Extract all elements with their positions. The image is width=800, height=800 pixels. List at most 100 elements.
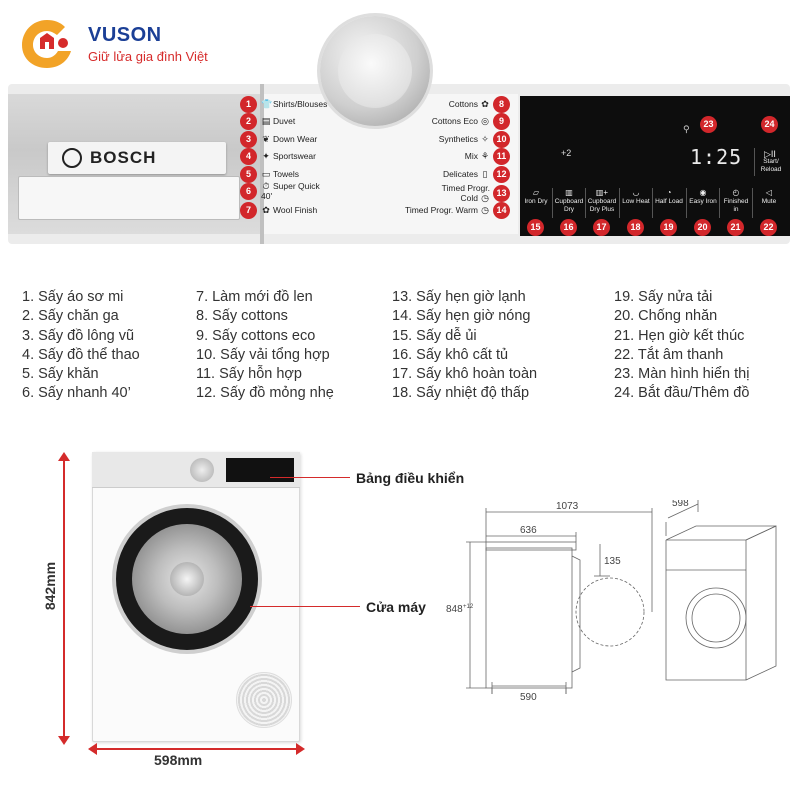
iron-dry-icon: ▱ — [532, 188, 540, 197]
button-label: Low Heat — [622, 198, 650, 205]
program-shirt[interactable]: 👕Shirts/Blouses — [261, 99, 327, 109]
start-pause-icon: ▷II — [764, 149, 776, 159]
program-label: Super Quick 40' — [261, 181, 320, 201]
legend-item: 15. Sấy dễ ủi — [392, 327, 477, 344]
panel-divider — [260, 84, 264, 244]
vuson-logo-icon — [22, 20, 71, 68]
super-quick-icon: ⏱ — [262, 181, 270, 191]
water-drawer[interactable] — [18, 176, 240, 220]
badge-22: 22 — [760, 219, 777, 236]
button-label: Cupboard Dry Plus — [587, 198, 617, 213]
towels-icon: ▭ — [261, 169, 271, 179]
program-cottons-eco[interactable]: Cottons Eco◎ — [432, 116, 490, 126]
program-synthetics[interactable]: Synthetics✧ — [439, 134, 490, 144]
finished-in-icon: ◴ — [732, 188, 740, 197]
button-cupboard-dry-plus[interactable]: ▥+Cupboard Dry Plus — [587, 188, 617, 220]
program-clock-warm[interactable]: Timed Progr. Warm◷ — [405, 205, 490, 215]
cottons-eco-icon: ◎ — [481, 116, 489, 126]
badge-14: 14 — [493, 202, 510, 219]
button-divider — [686, 188, 687, 218]
legend-item: 5. Sấy khăn — [22, 366, 99, 383]
dryer-mini-knob — [190, 458, 214, 482]
button-iron-dry[interactable]: ▱Iron Dry — [521, 188, 551, 220]
dim-width: 598 — [672, 500, 689, 509]
badge-9: 9 — [493, 113, 510, 130]
program-label: Synthetics — [438, 134, 478, 144]
easy-iron-icon: ◉ — [699, 188, 707, 197]
badge-21: 21 — [727, 219, 744, 236]
program-label: Down Wear — [273, 134, 318, 144]
iso-side — [745, 525, 777, 681]
program-mix[interactable]: Mix⚘ — [465, 151, 490, 161]
extra-indicator: +2 — [561, 148, 572, 158]
start-button[interactable] — [754, 148, 786, 176]
legend-item: 23. Màn hình hiển thị — [614, 366, 750, 383]
legend-item: 2. Sấy chăn ga — [22, 308, 119, 325]
button-divider — [652, 188, 653, 218]
program-label: Towels — [273, 169, 299, 179]
program-down-wear[interactable]: ❦Down Wear — [261, 134, 317, 144]
bosch-logo-icon — [62, 148, 82, 168]
door-swing — [575, 577, 645, 647]
program-wool[interactable]: ✿Wool Finish — [261, 205, 317, 215]
legend-item: 22. Tắt âm thanh — [614, 346, 724, 363]
arrow-tip-down — [58, 736, 70, 745]
start-button-label: Start/ Reload — [760, 158, 782, 173]
program-label: Sportswear — [273, 151, 316, 161]
iso-front — [665, 540, 747, 681]
callout-panel: Bảng điều khiển — [356, 470, 465, 486]
badge-11: 11 — [493, 148, 510, 165]
program-clock-cold[interactable]: Timed Progr. Cold◷ — [432, 183, 490, 203]
half-load-icon: ◔ — [666, 188, 672, 197]
display-panel — [520, 96, 790, 236]
button-label: Mute — [761, 198, 777, 205]
badge-8: 8 — [493, 96, 510, 113]
program-label: Wool Finish — [273, 205, 318, 215]
legend-item: 6. Sấy nhanh 40’ — [22, 385, 131, 402]
program-delicates[interactable]: Delicates▯ — [443, 169, 490, 179]
badge-7: 7 — [240, 202, 257, 219]
button-mute[interactable]: ◁Mute — [754, 188, 784, 220]
button-divider — [585, 188, 586, 218]
program-duvet[interactable]: ▤Duvet — [261, 116, 295, 126]
side-view-top — [485, 541, 577, 551]
arrow-tip-right — [296, 743, 305, 755]
program-knob-center[interactable] — [338, 34, 412, 108]
mute-icon: ◁ — [765, 188, 773, 197]
program-sportswear[interactable]: ✦Sportswear — [261, 151, 316, 161]
legend-item: 4. Sấy đồ thể thao — [22, 346, 140, 363]
legend-item: 24. Bắt đầu/Thêm đồ — [614, 385, 750, 402]
badge-16: 16 — [560, 219, 577, 236]
badge-17: 17 — [593, 219, 610, 236]
legend-item: 20. Chống nhăn — [614, 308, 718, 325]
program-label: Duvet — [273, 116, 296, 126]
dim-height: 848 — [446, 604, 463, 615]
button-easy-iron[interactable]: ◉Easy Iron — [688, 188, 718, 220]
button-label: Half Load — [655, 198, 683, 205]
dim-foot-depth: 590 — [520, 692, 537, 703]
button-label: Easy Iron — [689, 198, 717, 205]
program-towels[interactable]: ▭Towels — [261, 169, 299, 179]
legend-item: 9. Sấy cottons eco — [196, 327, 316, 344]
wool-icon: ✿ — [262, 205, 270, 215]
legend-item: 8. Sấy cottons — [196, 308, 288, 325]
program-super-quick[interactable]: ⏱Super Quick 40' — [261, 181, 321, 201]
duvet-icon: ▤ — [261, 116, 271, 126]
button-half-load[interactable]: ◔Half Load — [654, 188, 684, 220]
legend-item: 11. Sấy hỗn hợp — [196, 366, 302, 383]
button-finished-in[interactable]: ◴Finished in — [721, 188, 751, 220]
legend-item: 19. Sấy nửa tải — [614, 289, 713, 305]
dim-door-offset: 135 — [604, 556, 621, 567]
cottons-icon: ✿ — [481, 99, 489, 109]
button-divider — [719, 188, 720, 218]
button-low-heat[interactable]: ◡Low Heat — [621, 188, 651, 220]
program-cottons[interactable]: Cottons✿ — [449, 99, 490, 109]
badge-13: 13 — [493, 185, 510, 202]
button-cupboard-dry[interactable]: ▥Cupboard Dry — [554, 188, 584, 220]
synthetics-icon: ✧ — [481, 134, 489, 144]
program-label: Cottons — [448, 99, 478, 109]
callout-panel-line — [270, 477, 350, 478]
arrow-tip-up — [58, 452, 70, 461]
legend-item: 12. Sấy đồ mỏng nhẹ — [196, 385, 334, 402]
